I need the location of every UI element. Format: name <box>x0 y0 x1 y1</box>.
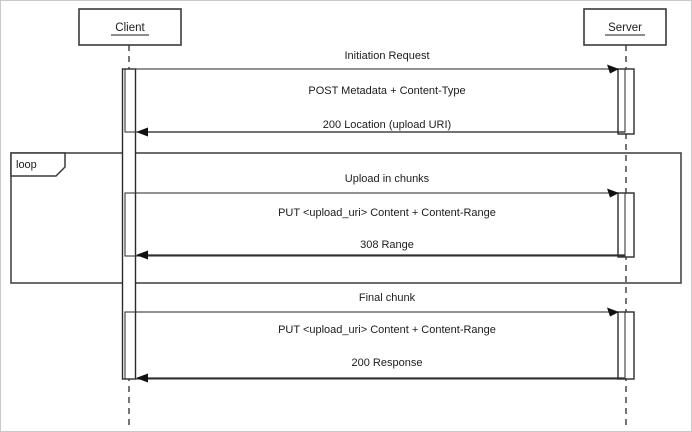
activation-bar-server-final <box>617 311 635 380</box>
message-caption-upload-in-chunks: Upload in chunks <box>345 173 430 185</box>
loop-fragment-frame <box>10 152 682 284</box>
loop-fragment-tab <box>10 152 66 177</box>
arrow-head-308-range <box>136 250 148 260</box>
arrow-head-post-metadata <box>607 64 619 74</box>
message-block-upload-chunks <box>124 192 626 257</box>
lifeline-header-client[interactable] <box>78 8 182 46</box>
lifeline-header-server[interactable] <box>583 8 667 46</box>
message-label-put-final: PUT <upload_uri> Content + Content-Range <box>278 324 496 336</box>
arrow-head-put-chunk <box>607 188 619 198</box>
message-block-final-chunk <box>124 311 626 380</box>
message-label-post-metadata: POST Metadata + Content-Type <box>308 85 465 97</box>
message-label-200-response: 200 Response <box>352 357 423 369</box>
lifeline-label-client: Client <box>115 22 145 34</box>
arrow-head-200-location <box>136 127 148 137</box>
activation-bar-server-initiation <box>617 68 635 135</box>
message-caption-final-chunk: Final chunk <box>359 292 416 304</box>
message-label-200-location: 200 Location (upload URI) <box>323 119 451 131</box>
message-label-put-chunk: PUT <upload_uri> Content + Content-Range <box>278 207 496 219</box>
message-label-308-range: 308 Range <box>360 239 414 251</box>
arrow-head-200-response <box>136 373 148 383</box>
loop-fragment-label: loop <box>16 159 37 171</box>
message-caption-initiation: Initiation Request <box>345 50 430 62</box>
lifeline-label-server: Server <box>608 22 642 34</box>
activation-bar-server-chunk <box>617 192 635 258</box>
arrow-head-put-final <box>607 307 619 317</box>
